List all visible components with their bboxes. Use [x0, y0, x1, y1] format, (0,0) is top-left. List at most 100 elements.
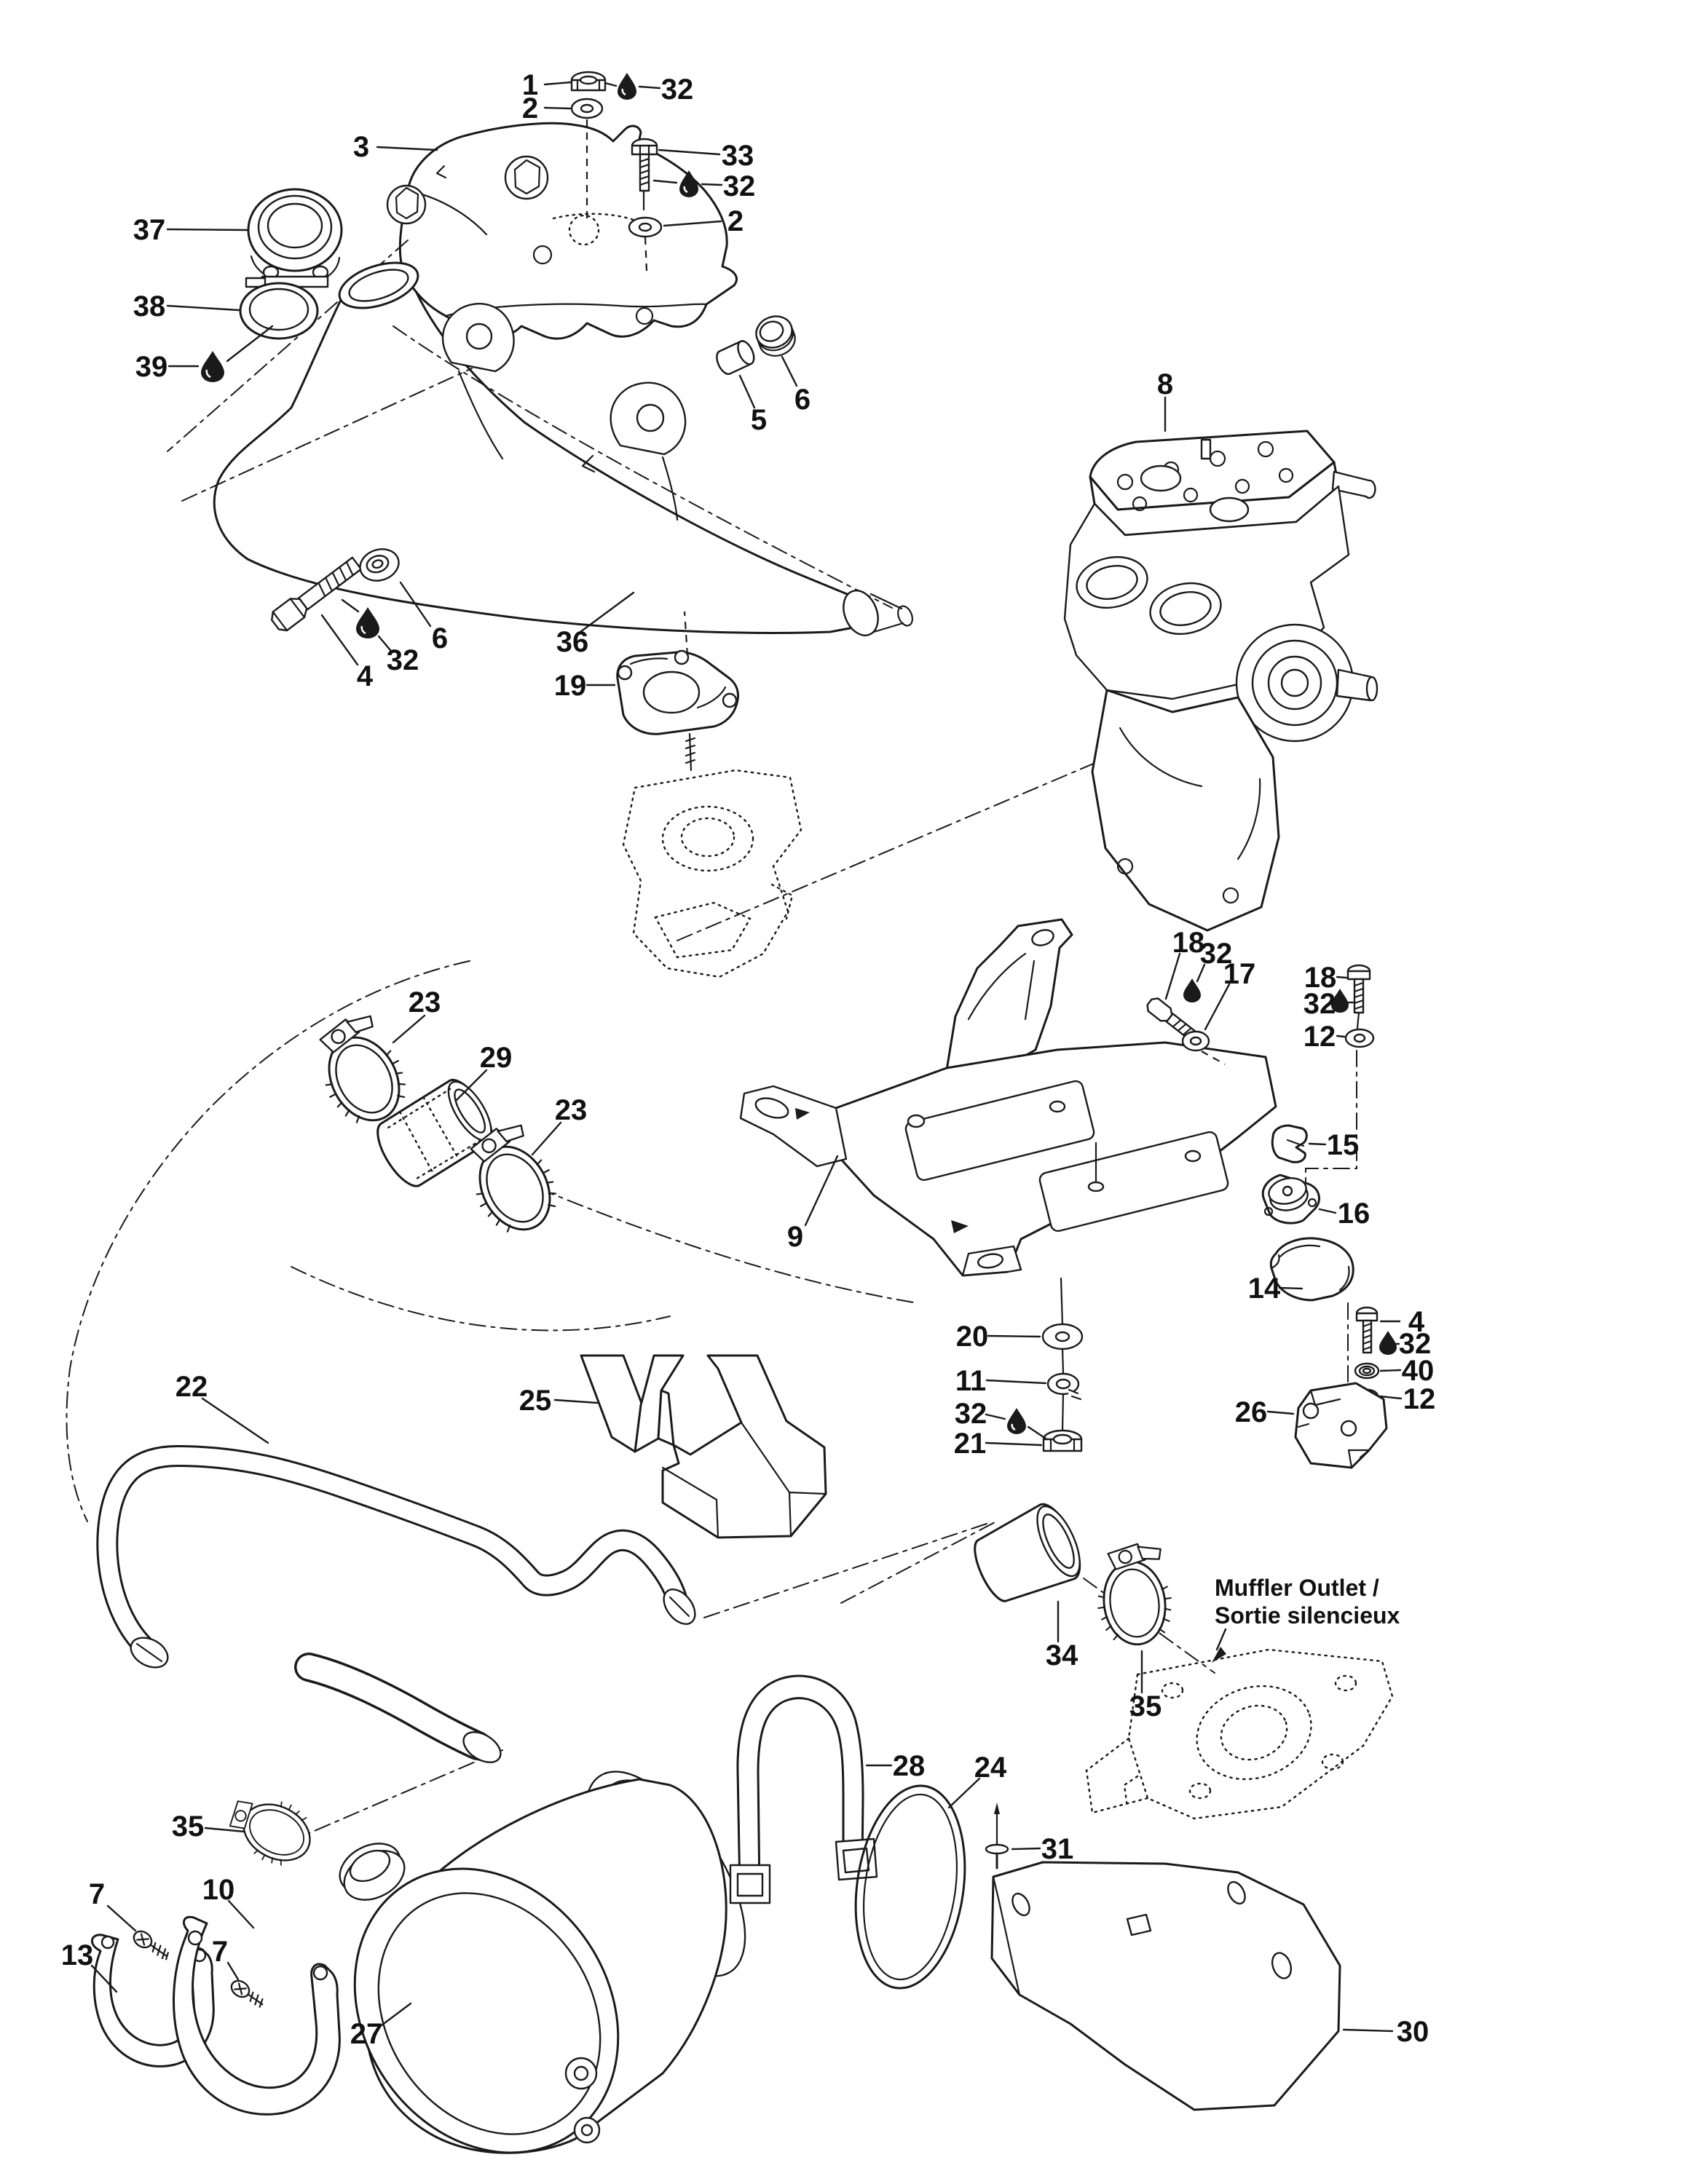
callout-10-label: 10 [202, 1874, 235, 1906]
callout-31: 31 [1011, 1833, 1074, 1865]
callout-24-label: 24 [974, 1752, 1007, 1784]
callout-24: 24 [947, 1752, 1007, 1809]
callout-20: 20 [956, 1321, 1041, 1353]
callout-5-label: 5 [751, 404, 767, 436]
callout-16: 16 [1318, 1198, 1370, 1230]
callout-35-left: 35 [172, 1811, 246, 1843]
callout-7-a: 7 [89, 1878, 137, 1932]
callout-9: 9 [787, 1155, 839, 1253]
callout-14: 14 [1248, 1273, 1304, 1305]
callout-6-label: 6 [794, 384, 811, 416]
part-cover-14 [1269, 1237, 1354, 1302]
callout-32-bolt33: 32 [652, 170, 755, 202]
callout-23b-label: 23 [555, 1094, 588, 1126]
callout-32-18R: 32 [1304, 988, 1354, 1020]
callout-26-label: 26 [1235, 1396, 1268, 1428]
oil-drop-icon [1331, 989, 1349, 1013]
oil-drop-icon [356, 607, 379, 638]
part-washer-6-flanged [359, 548, 400, 582]
callout-19-label: 19 [554, 670, 587, 702]
callout-7a-label: 7 [89, 1878, 105, 1910]
callout-4R-label: 4 [1408, 1306, 1425, 1338]
part-hose-clamp-35-right [1097, 1543, 1172, 1646]
part-rubber-pad-15 [1271, 1124, 1308, 1163]
callout-31-label: 31 [1041, 1833, 1074, 1865]
part-sleeve-34-drawing [974, 1503, 1081, 1602]
callout-18R-label: 18 [1304, 962, 1337, 994]
part-bolt-4-left [271, 556, 363, 632]
callout-2-upper: 2 [522, 92, 572, 124]
callout-7-b: 7 [212, 1936, 240, 1981]
oil-drop-icon [679, 170, 698, 197]
callout-3-label: 3 [353, 131, 369, 163]
callout-35L-label: 35 [172, 1811, 205, 1843]
part-washer-2-lower [628, 216, 663, 238]
callout-8-label: 8 [1157, 368, 1173, 400]
hidden-muffler-outlet-flange [1085, 1648, 1394, 1820]
oil-drop-icon [618, 73, 636, 100]
part-vband-clamp-37 [245, 188, 343, 288]
callout-1: 1 [522, 69, 572, 101]
callout-25: 25 [519, 1385, 599, 1417]
callout-39-label: 39 [135, 351, 168, 383]
callout-18L-label: 18 [1172, 927, 1205, 959]
callout-32-top: 32 [604, 74, 694, 106]
part-hose-clamp-23-b [470, 1124, 557, 1233]
callout-29: 29 [454, 1042, 513, 1102]
callout-32-top-label: 32 [661, 74, 694, 106]
callout-23-a: 23 [392, 986, 441, 1044]
callout-34: 34 [1046, 1600, 1078, 1671]
part-water-hose-22-drawing [96, 1445, 696, 1669]
callout-35-right: 35 [1129, 1650, 1162, 1722]
callout-23-b: 23 [531, 1094, 588, 1156]
hidden-waterbox-outline [622, 769, 802, 978]
callout-32-g-label: 32 [1399, 1328, 1432, 1360]
callout-12-lower: 12 [1379, 1383, 1435, 1415]
callout-38: 38 [133, 290, 240, 323]
callout-10: 10 [202, 1874, 255, 1929]
callout-6b-label: 6 [432, 622, 448, 654]
part-washer-20 [1041, 1323, 1084, 1350]
part-muffler-27-drawing [339, 1770, 746, 2154]
callout-1-label: 1 [522, 69, 538, 101]
part-washer-40 [1354, 1362, 1380, 1380]
callout-36-label: 36 [556, 626, 589, 658]
part-gasket-ring-38 [239, 282, 319, 340]
callout-32-bolt4L: 32 [341, 598, 419, 676]
part-gasket-19-drawing [616, 611, 740, 772]
callout-26: 26 [1235, 1396, 1295, 1428]
callout-30: 30 [1342, 2016, 1429, 2048]
callout-16-label: 16 [1338, 1198, 1370, 1230]
phantom-lines [66, 240, 1367, 1835]
part-screw-7-a [133, 1930, 169, 1961]
callout-29-label: 29 [480, 1042, 513, 1074]
callout-4L-label: 4 [357, 660, 374, 692]
callout-13: 13 [61, 1939, 118, 1993]
oil-drop-icon [201, 351, 224, 382]
callout-2-label: 2 [522, 92, 538, 124]
callout-15: 15 [1308, 1129, 1359, 1161]
callout-21: 21 [954, 1428, 1043, 1460]
callout-38-label: 38 [133, 290, 166, 323]
callout-12R-label: 12 [1304, 1021, 1336, 1053]
muffler-outlet-text-line2: Sortie silencieux [1215, 1602, 1400, 1629]
part-oring-24-drawing [854, 1784, 966, 1990]
part-nut-21 [1042, 1429, 1083, 1452]
part-bracket-26-drawing [1294, 1382, 1388, 1469]
muffler-outlet-annotation: Muffler Outlet / Sortie silencieux [1212, 1575, 1400, 1663]
callout-22: 22 [175, 1371, 269, 1444]
callout-14-label: 14 [1248, 1273, 1281, 1305]
callout-11-label: 11 [955, 1365, 986, 1397]
muffler-outlet-text-line1: Muffler Outlet / [1215, 1575, 1379, 1601]
part-bushing-5 [716, 340, 755, 375]
callout-4-left: 4 [320, 614, 374, 692]
callout-28-label: 28 [893, 1750, 926, 1782]
callout-17-label: 17 [1223, 958, 1256, 990]
part-screw-7-b [230, 1979, 264, 2008]
callout-37: 37 [133, 214, 249, 246]
callout-30-label: 30 [1397, 2016, 1429, 2048]
callout-6-grommet: 6 [781, 355, 811, 416]
callout-2b-label: 2 [727, 205, 744, 237]
